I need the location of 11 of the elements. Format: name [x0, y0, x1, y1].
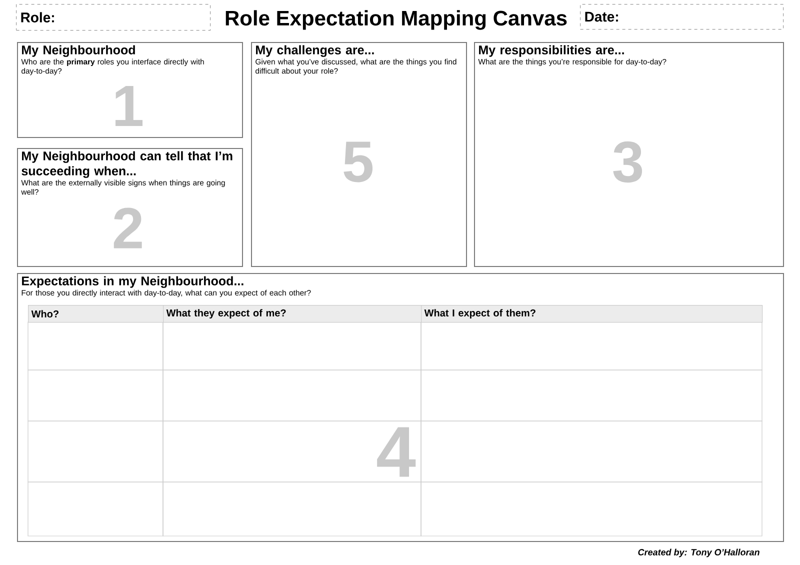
section-heading: My challenges are... — [256, 45, 374, 57]
section-heading: Expectations in my Neighbourhood... — [22, 276, 244, 288]
table-header-cell: What I expect of them? — [421, 305, 763, 323]
section-heading: My responsibilities are... — [479, 45, 624, 57]
title: Role Expectation Mapping Canvas — [226, 10, 567, 30]
input-field: Date: — [580, 4, 784, 30]
section-heading: My Neighbourhood can tell that I’m succeeding when... — [22, 151, 232, 178]
section-heading: My Neighbourhood — [22, 45, 135, 57]
table-header-cell: Who? — [28, 305, 164, 323]
table-header-cell: What they expect of me? — [163, 305, 422, 323]
input-field: Role: — [16, 4, 211, 31]
